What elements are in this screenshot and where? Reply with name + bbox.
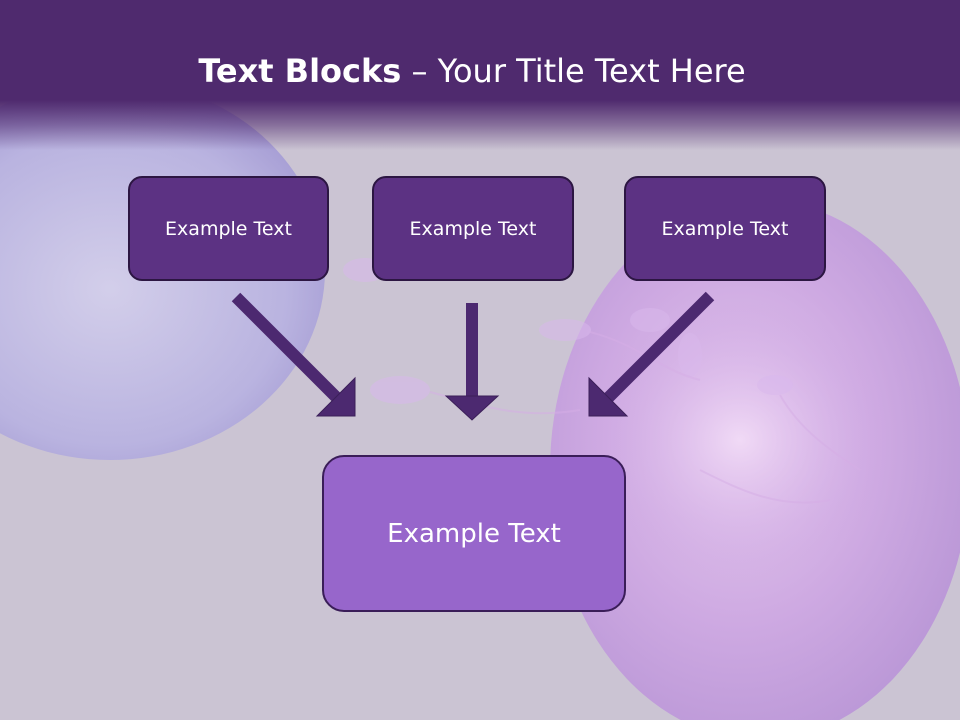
arrow-left xyxy=(231,292,356,417)
title-bold: Text Blocks xyxy=(198,52,402,90)
text-block-bottom[interactable]: Example Text xyxy=(322,455,626,612)
floating-cells xyxy=(343,258,793,404)
title-bar xyxy=(0,0,960,150)
text-block-right[interactable]: Example Text xyxy=(624,176,826,281)
text-block-center[interactable]: Example Text xyxy=(372,176,574,281)
slide-title: Text Blocks – Your Title Text Here xyxy=(0,52,944,90)
text-block-left[interactable]: Example Text xyxy=(128,176,329,281)
title-dash: – xyxy=(411,52,428,90)
right-orb-glow xyxy=(590,300,890,580)
title-rest: Your Title Text Here xyxy=(437,52,746,90)
arrow-right xyxy=(588,291,715,417)
arrow-center xyxy=(444,303,500,421)
